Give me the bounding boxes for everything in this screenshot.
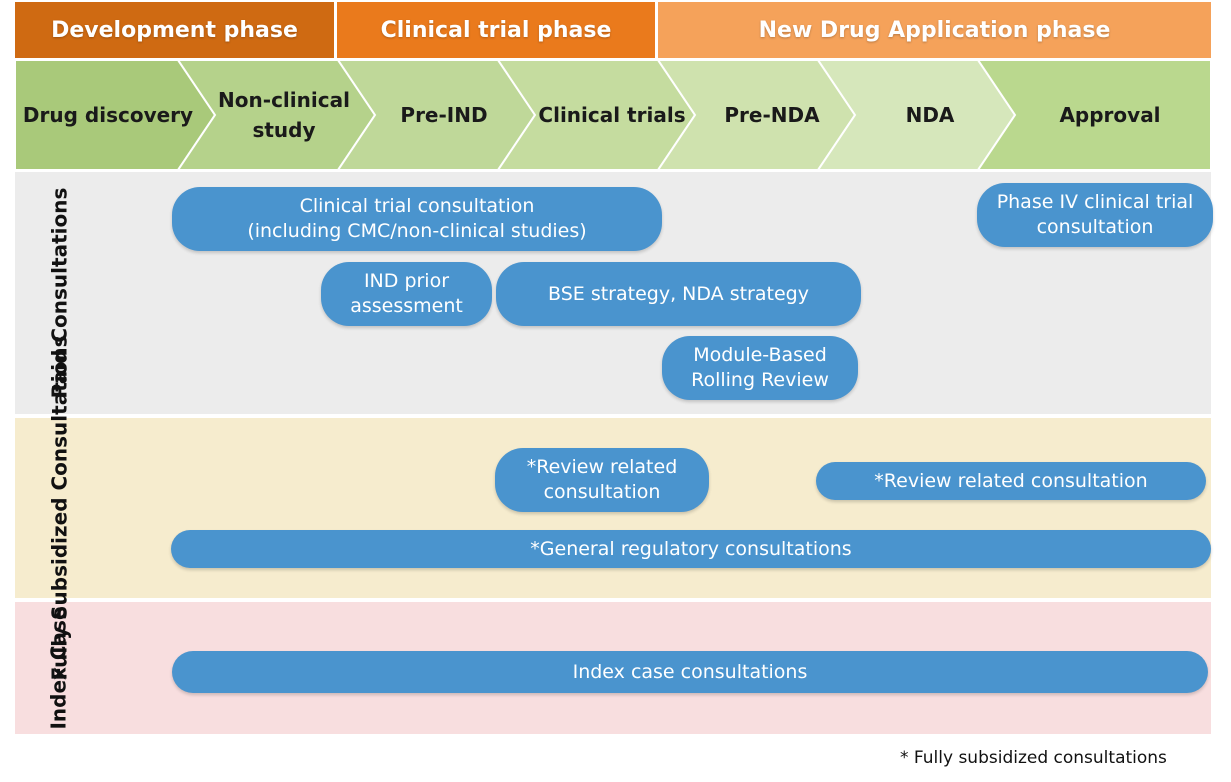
pill-ind-prior-assessment: IND prior assessment (321, 262, 492, 326)
stage-pre-ind: Pre-IND (400, 103, 488, 127)
pill-index-case-consultations: Index case consultations (172, 651, 1208, 693)
stage-chevrons (15, 60, 1211, 170)
pill-clinical-trial-consultation: Clinical trial consultation (including C… (172, 187, 662, 251)
pill-review-related-consultation-early: *Review related consultation (495, 448, 709, 512)
pill-module-based-rolling-review: Module-Based Rolling Review (662, 336, 858, 400)
stage-chevron-approval (976, 60, 1211, 170)
stage-chevron-clinical-trials (496, 60, 697, 170)
pill-general-regulatory-consultations: *General regulatory consultations (171, 530, 1211, 568)
pill-phase-iv-consultation: Phase IV clinical trial consultation (977, 183, 1213, 247)
band-label-subsidized: Fully Subsidized Consultations (47, 335, 71, 681)
stage-pre-nda: Pre-NDA (724, 103, 820, 127)
stage-row (15, 60, 1211, 170)
pill-bse-nda-strategy: BSE strategy, NDA strategy (496, 262, 861, 326)
stage-chevron-pre-nda (656, 60, 857, 170)
band-label-index-case: Index Case (47, 606, 72, 730)
stage-chevron-pre-ind (336, 60, 537, 170)
phase-clinical-trial: Clinical trial phase (337, 2, 655, 58)
stage-chevron-non-clinical-study (176, 60, 377, 170)
stage-non-clinical-study: Non-clinical study (218, 88, 350, 142)
stage-clinical-trials: Clinical trials (538, 103, 686, 127)
stage-nda: NDA (905, 103, 955, 127)
footnote: * Fully subsidized consultations (900, 748, 1167, 768)
phase-clinical-trial-label: Clinical trial phase (380, 17, 612, 43)
phase-new-drug-application: New Drug Application phase (658, 2, 1211, 58)
stage-approval: Approval (1059, 103, 1161, 127)
stage-drug-discovery: Drug discovery (22, 103, 194, 127)
phase-development-label: Development phase (51, 17, 298, 43)
pill-review-related-consultation-late: *Review related consultation (816, 462, 1206, 500)
phase-nda-label: New Drug Application phase (758, 17, 1111, 43)
stage-chevron-nda (816, 60, 1017, 170)
phase-development: Development phase (15, 2, 334, 58)
